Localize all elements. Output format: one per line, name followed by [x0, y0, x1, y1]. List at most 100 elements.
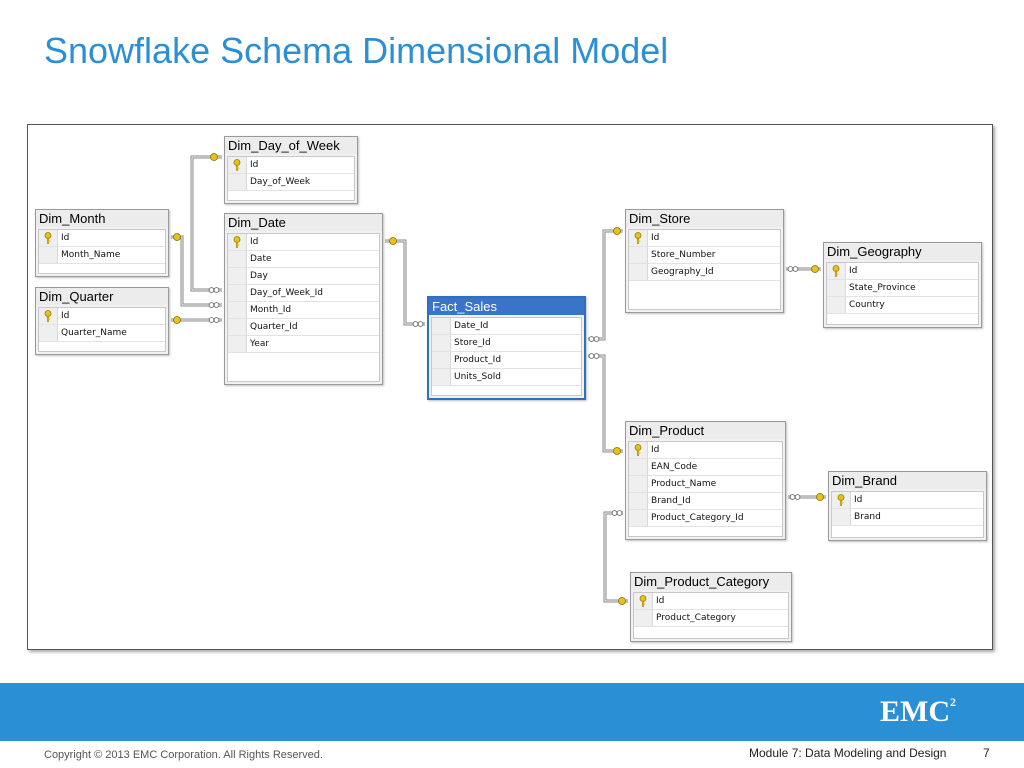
- row-selector: [634, 610, 653, 626]
- table-header: Dim_Date: [225, 214, 382, 231]
- field-row[interactable]: Geography_Id: [629, 264, 780, 281]
- row-selector: [629, 247, 648, 263]
- field-row[interactable]: Month_Id: [228, 302, 379, 319]
- row-selector: [629, 459, 648, 475]
- field-row[interactable]: State_Province: [827, 280, 978, 297]
- row-selector: [634, 593, 653, 609]
- row-selector: [228, 336, 247, 352]
- row-selector: [629, 510, 648, 526]
- field-row[interactable]: Id: [228, 157, 354, 174]
- logo-text: EMC: [880, 695, 950, 728]
- row-selector: [228, 251, 247, 267]
- footer-bar: [0, 683, 1024, 741]
- field-row[interactable]: Id: [629, 230, 780, 247]
- row-selector: [228, 302, 247, 318]
- field-name: Id: [651, 445, 660, 455]
- field-row[interactable]: Month_Name: [39, 247, 165, 264]
- field-row[interactable]: Product_Name: [629, 476, 782, 493]
- field-row[interactable]: Year: [228, 336, 379, 353]
- field-name: Day_of_Week_Id: [250, 288, 323, 298]
- field-name: Product_Id: [454, 355, 502, 365]
- field-name: Id: [250, 237, 259, 247]
- table-header: Fact_Sales: [429, 298, 584, 315]
- field-name: Id: [61, 233, 70, 243]
- field-name: Brand: [854, 512, 881, 522]
- field-row[interactable]: Brand_Id: [629, 493, 782, 510]
- field-row[interactable]: Id: [629, 442, 782, 459]
- field-name: Units_Sold: [454, 372, 501, 382]
- field-row[interactable]: Product_Category: [634, 610, 788, 627]
- field-name: Month_Id: [250, 305, 292, 315]
- row-selector: [228, 319, 247, 335]
- table-header: Dim_Day_of_Week: [225, 137, 357, 154]
- row-selector: [832, 492, 851, 508]
- row-selector: [39, 308, 58, 324]
- field-name: Quarter_Name: [61, 328, 127, 338]
- field-row[interactable]: Id: [39, 308, 165, 325]
- table-header: Dim_Product_Category: [631, 573, 791, 590]
- field-name: Day_of_Week: [250, 177, 311, 187]
- field-row[interactable]: Id: [228, 234, 379, 251]
- field-name: Product_Category: [656, 613, 736, 623]
- field-name: Date_Id: [454, 321, 489, 331]
- field-row[interactable]: Id: [832, 492, 983, 509]
- field-name: Month_Name: [61, 250, 121, 260]
- field-row[interactable]: Date_Id: [432, 318, 581, 335]
- table-header: Dim_Store: [626, 210, 783, 227]
- field-name: Date: [250, 254, 272, 264]
- field-name: State_Province: [849, 283, 916, 293]
- field-row[interactable]: Day_of_Week_Id: [228, 285, 379, 302]
- row-selector: [39, 325, 58, 341]
- slide-title: Snowflake Schema Dimensional Model: [44, 30, 669, 71]
- row-selector: [39, 247, 58, 263]
- field-row[interactable]: Quarter_Name: [39, 325, 165, 342]
- field-name: Geography_Id: [651, 267, 714, 277]
- field-name: Day: [250, 271, 268, 281]
- row-selector: [827, 263, 846, 279]
- field-row[interactable]: Id: [827, 263, 978, 280]
- field-row[interactable]: Country: [827, 297, 978, 314]
- field-row[interactable]: EAN_Code: [629, 459, 782, 476]
- field-row[interactable]: Store_Id: [432, 335, 581, 352]
- field-row[interactable]: Units_Sold: [432, 369, 581, 386]
- row-selector: [228, 157, 247, 173]
- field-row[interactable]: Quarter_Id: [228, 319, 379, 336]
- field-name: Id: [61, 311, 70, 321]
- field-name: Store_Number: [651, 250, 716, 260]
- field-name: Id: [656, 596, 665, 606]
- field-name: Country: [849, 300, 885, 310]
- row-selector: [827, 297, 846, 313]
- field-row[interactable]: Brand: [832, 509, 983, 526]
- row-selector: [629, 264, 648, 280]
- field-row[interactable]: Day: [228, 268, 379, 285]
- page-number: 7: [983, 746, 990, 760]
- field-row[interactable]: Date: [228, 251, 379, 268]
- field-row[interactable]: Product_Category_Id: [629, 510, 782, 527]
- field-row[interactable]: Id: [634, 593, 788, 610]
- row-selector: [629, 476, 648, 492]
- row-selector: [629, 493, 648, 509]
- field-row[interactable]: Product_Id: [432, 352, 581, 369]
- field-row[interactable]: Store_Number: [629, 247, 780, 264]
- field-name: Quarter_Id: [250, 322, 298, 332]
- field-row[interactable]: Day_of_Week: [228, 174, 354, 191]
- field-name: Store_Id: [454, 338, 491, 348]
- logo-superscript: 2: [950, 695, 956, 709]
- field-row[interactable]: Id: [39, 230, 165, 247]
